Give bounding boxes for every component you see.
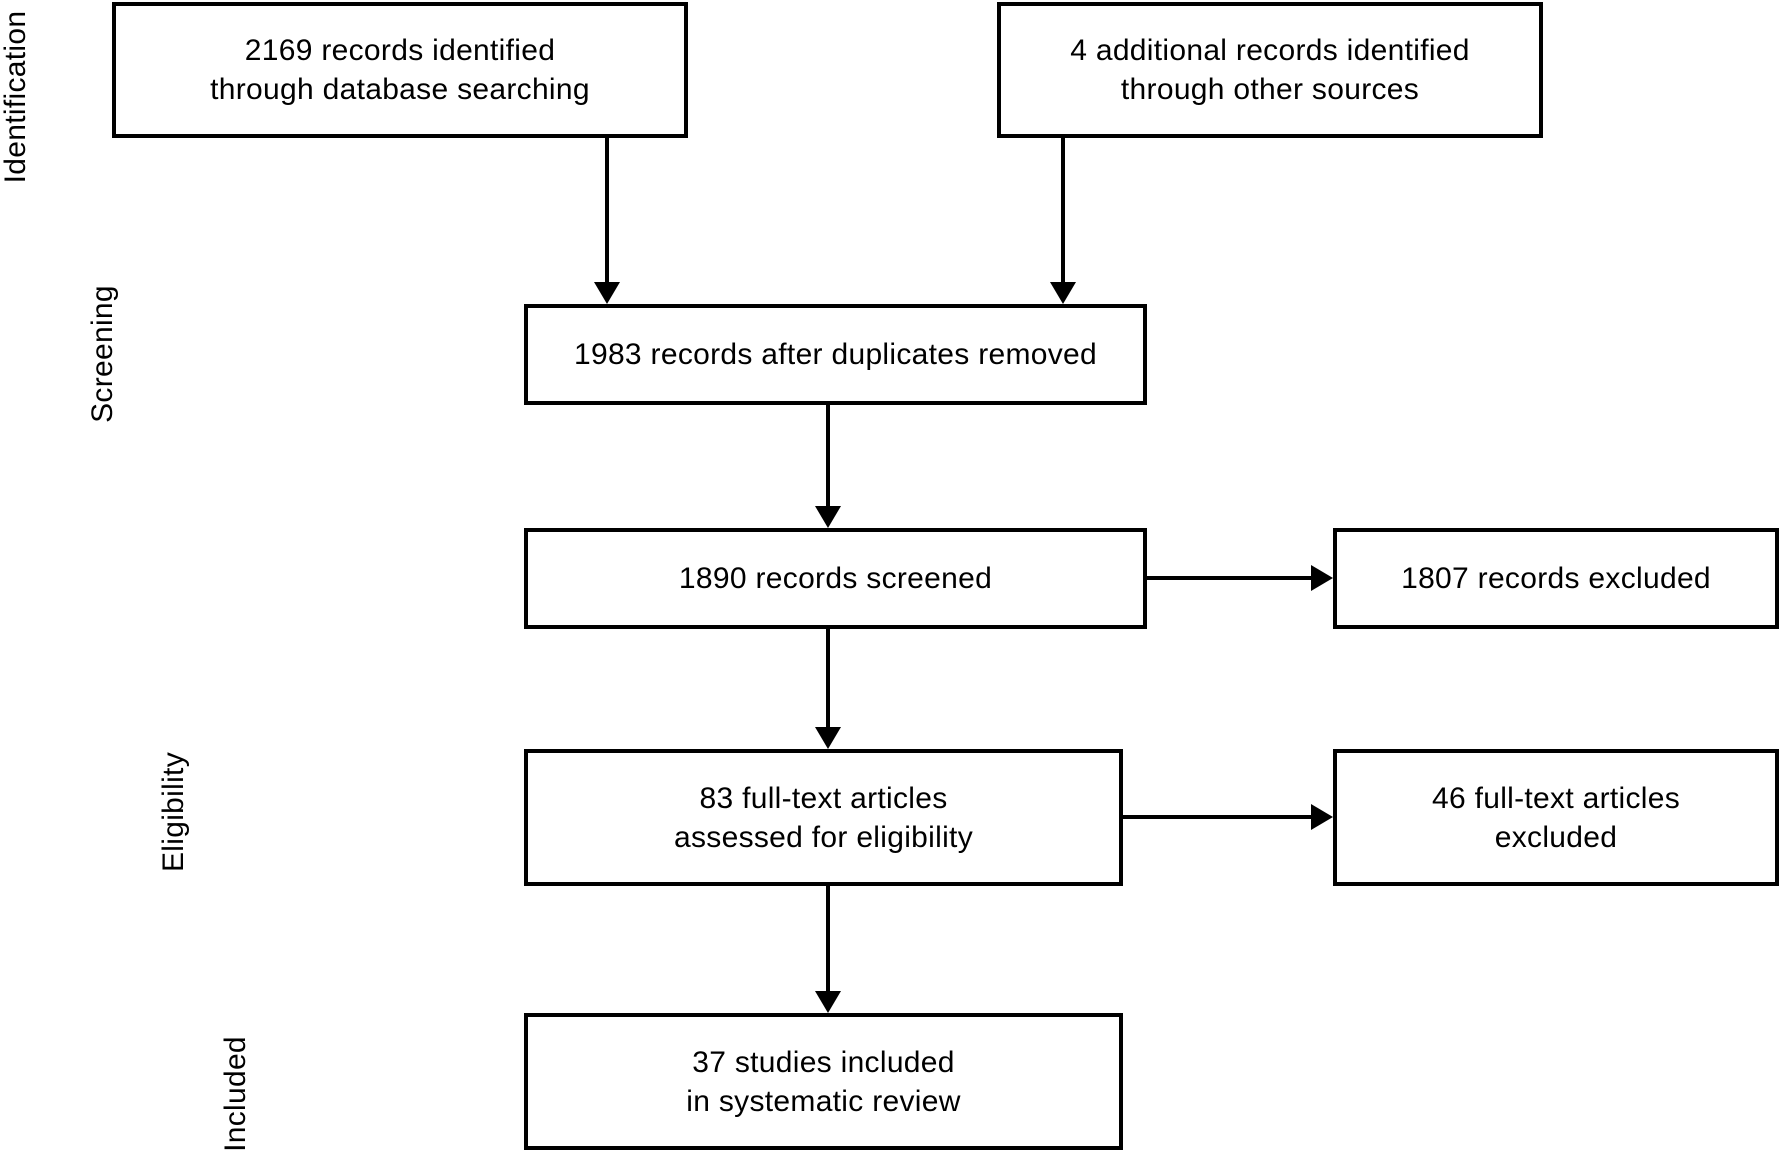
arrow-additional-to-duplicates-head (1050, 282, 1076, 304)
arrow-fulltext-to-included-head (815, 991, 841, 1013)
box-text-line: through database searching (210, 73, 590, 106)
box-records-screened: 1890 records screened (524, 528, 1147, 629)
box-text-line: through other sources (1120, 73, 1420, 106)
box-text-line: assessed for eligibility (674, 820, 973, 854)
arrow-fulltext-to-excluded-line (1123, 815, 1315, 819)
box-text-line: 83 full-text articles (699, 781, 948, 815)
arrow-screened-to-excluded-head (1311, 565, 1333, 591)
box-text-line: 1890 records screened (678, 562, 993, 595)
stage-label-included: Included (219, 1036, 252, 1152)
box-text-line: 37 studies included (692, 1045, 955, 1079)
arrow-screened-to-excluded-line (1147, 576, 1315, 580)
box-fulltext-excluded: 46 full-text articles excluded (1333, 749, 1779, 886)
stage-label-eligibility: Eligibility (157, 751, 190, 873)
box-text-line: 46 full-text articles (1431, 781, 1681, 815)
stage-label-screening: Screening (86, 285, 119, 423)
box-fulltext-assessed: 83 full-text articles assessed for eligi… (524, 749, 1123, 886)
arrow-screened-to-fulltext-line (826, 629, 830, 731)
box-after-duplicates: 1983 records after duplicates removed (524, 304, 1147, 405)
arrow-fulltext-to-included-line (826, 886, 830, 995)
box-text-line: 4 additional records identified (1070, 34, 1470, 67)
box-text-line: 1807 records excluded (1401, 562, 1711, 595)
box-text-line: 2169 records identified (244, 34, 556, 67)
box-additional-records: 4 additional records identified through … (997, 2, 1543, 138)
arrow-duplicates-to-screened-head (815, 506, 841, 528)
arrow-identified-to-duplicates-head (594, 282, 620, 304)
arrow-fulltext-to-excluded-head (1311, 804, 1333, 830)
arrow-additional-to-duplicates-line (1061, 138, 1065, 286)
arrow-identified-to-duplicates-line (605, 138, 609, 286)
box-records-identified: 2169 records identified through database… (112, 2, 688, 138)
box-text-line: in systematic review (686, 1084, 961, 1118)
box-studies-included: 37 studies included in systematic review (524, 1013, 1123, 1150)
box-records-excluded: 1807 records excluded (1333, 528, 1779, 629)
arrow-screened-to-fulltext-head (815, 727, 841, 749)
box-text-line: excluded (1494, 820, 1618, 854)
stage-label-identification: Identification (0, 10, 32, 184)
box-text-line: 1983 records after duplicates removed (573, 338, 1098, 371)
arrow-duplicates-to-screened-line (826, 405, 830, 510)
